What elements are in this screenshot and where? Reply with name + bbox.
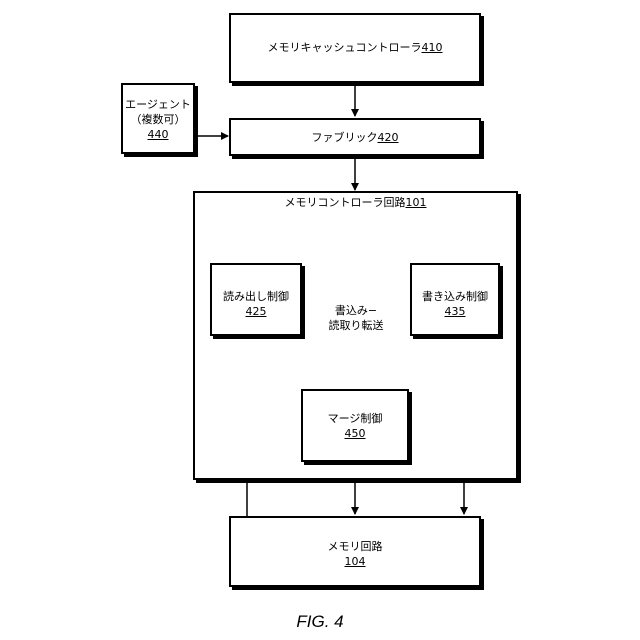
fabric-ref: 420	[378, 131, 399, 144]
read-control-ref: 425	[212, 304, 300, 319]
write-control-label: 書き込み制御	[412, 289, 498, 304]
agent-ref: 440	[123, 127, 193, 142]
merge-control-ref: 450	[303, 426, 407, 441]
fabric-box: ファブリック420	[229, 118, 481, 156]
write-read-transfer-line1: 書込み−	[305, 303, 407, 318]
memory-controller-circuit-label: メモリコントローラ回路	[285, 196, 406, 209]
figure-caption: FIG. 4	[0, 612, 640, 632]
agent-label-multiple: （複数可）	[123, 112, 193, 127]
memory-circuit-box: メモリ回路 104	[229, 516, 481, 587]
read-control-label: 読み出し制御	[212, 289, 300, 304]
memory-circuit-ref: 104	[231, 554, 479, 569]
read-control-box: 読み出し制御 425	[210, 263, 302, 336]
memory-cache-controller-ref: 410	[422, 41, 443, 54]
write-control-box: 書き込み制御 435	[410, 263, 500, 336]
write-read-transfer-line2: 読取り転送	[305, 318, 407, 333]
memory-cache-controller-label: メモリキャッシュコントローラ	[268, 41, 422, 54]
memory-cache-controller-box: メモリキャッシュコントローラ410	[229, 13, 481, 83]
agent-label: エージェント	[123, 97, 193, 112]
agent-box: エージェント （複数可） 440	[121, 83, 195, 154]
write-control-ref: 435	[412, 304, 498, 319]
fabric-label: ファブリック	[312, 131, 378, 144]
merge-control-label: マージ制御	[303, 411, 407, 426]
merge-control-box: マージ制御 450	[301, 389, 409, 462]
memory-controller-circuit-ref: 101	[406, 196, 427, 209]
memory-circuit-label: メモリ回路	[231, 539, 479, 554]
